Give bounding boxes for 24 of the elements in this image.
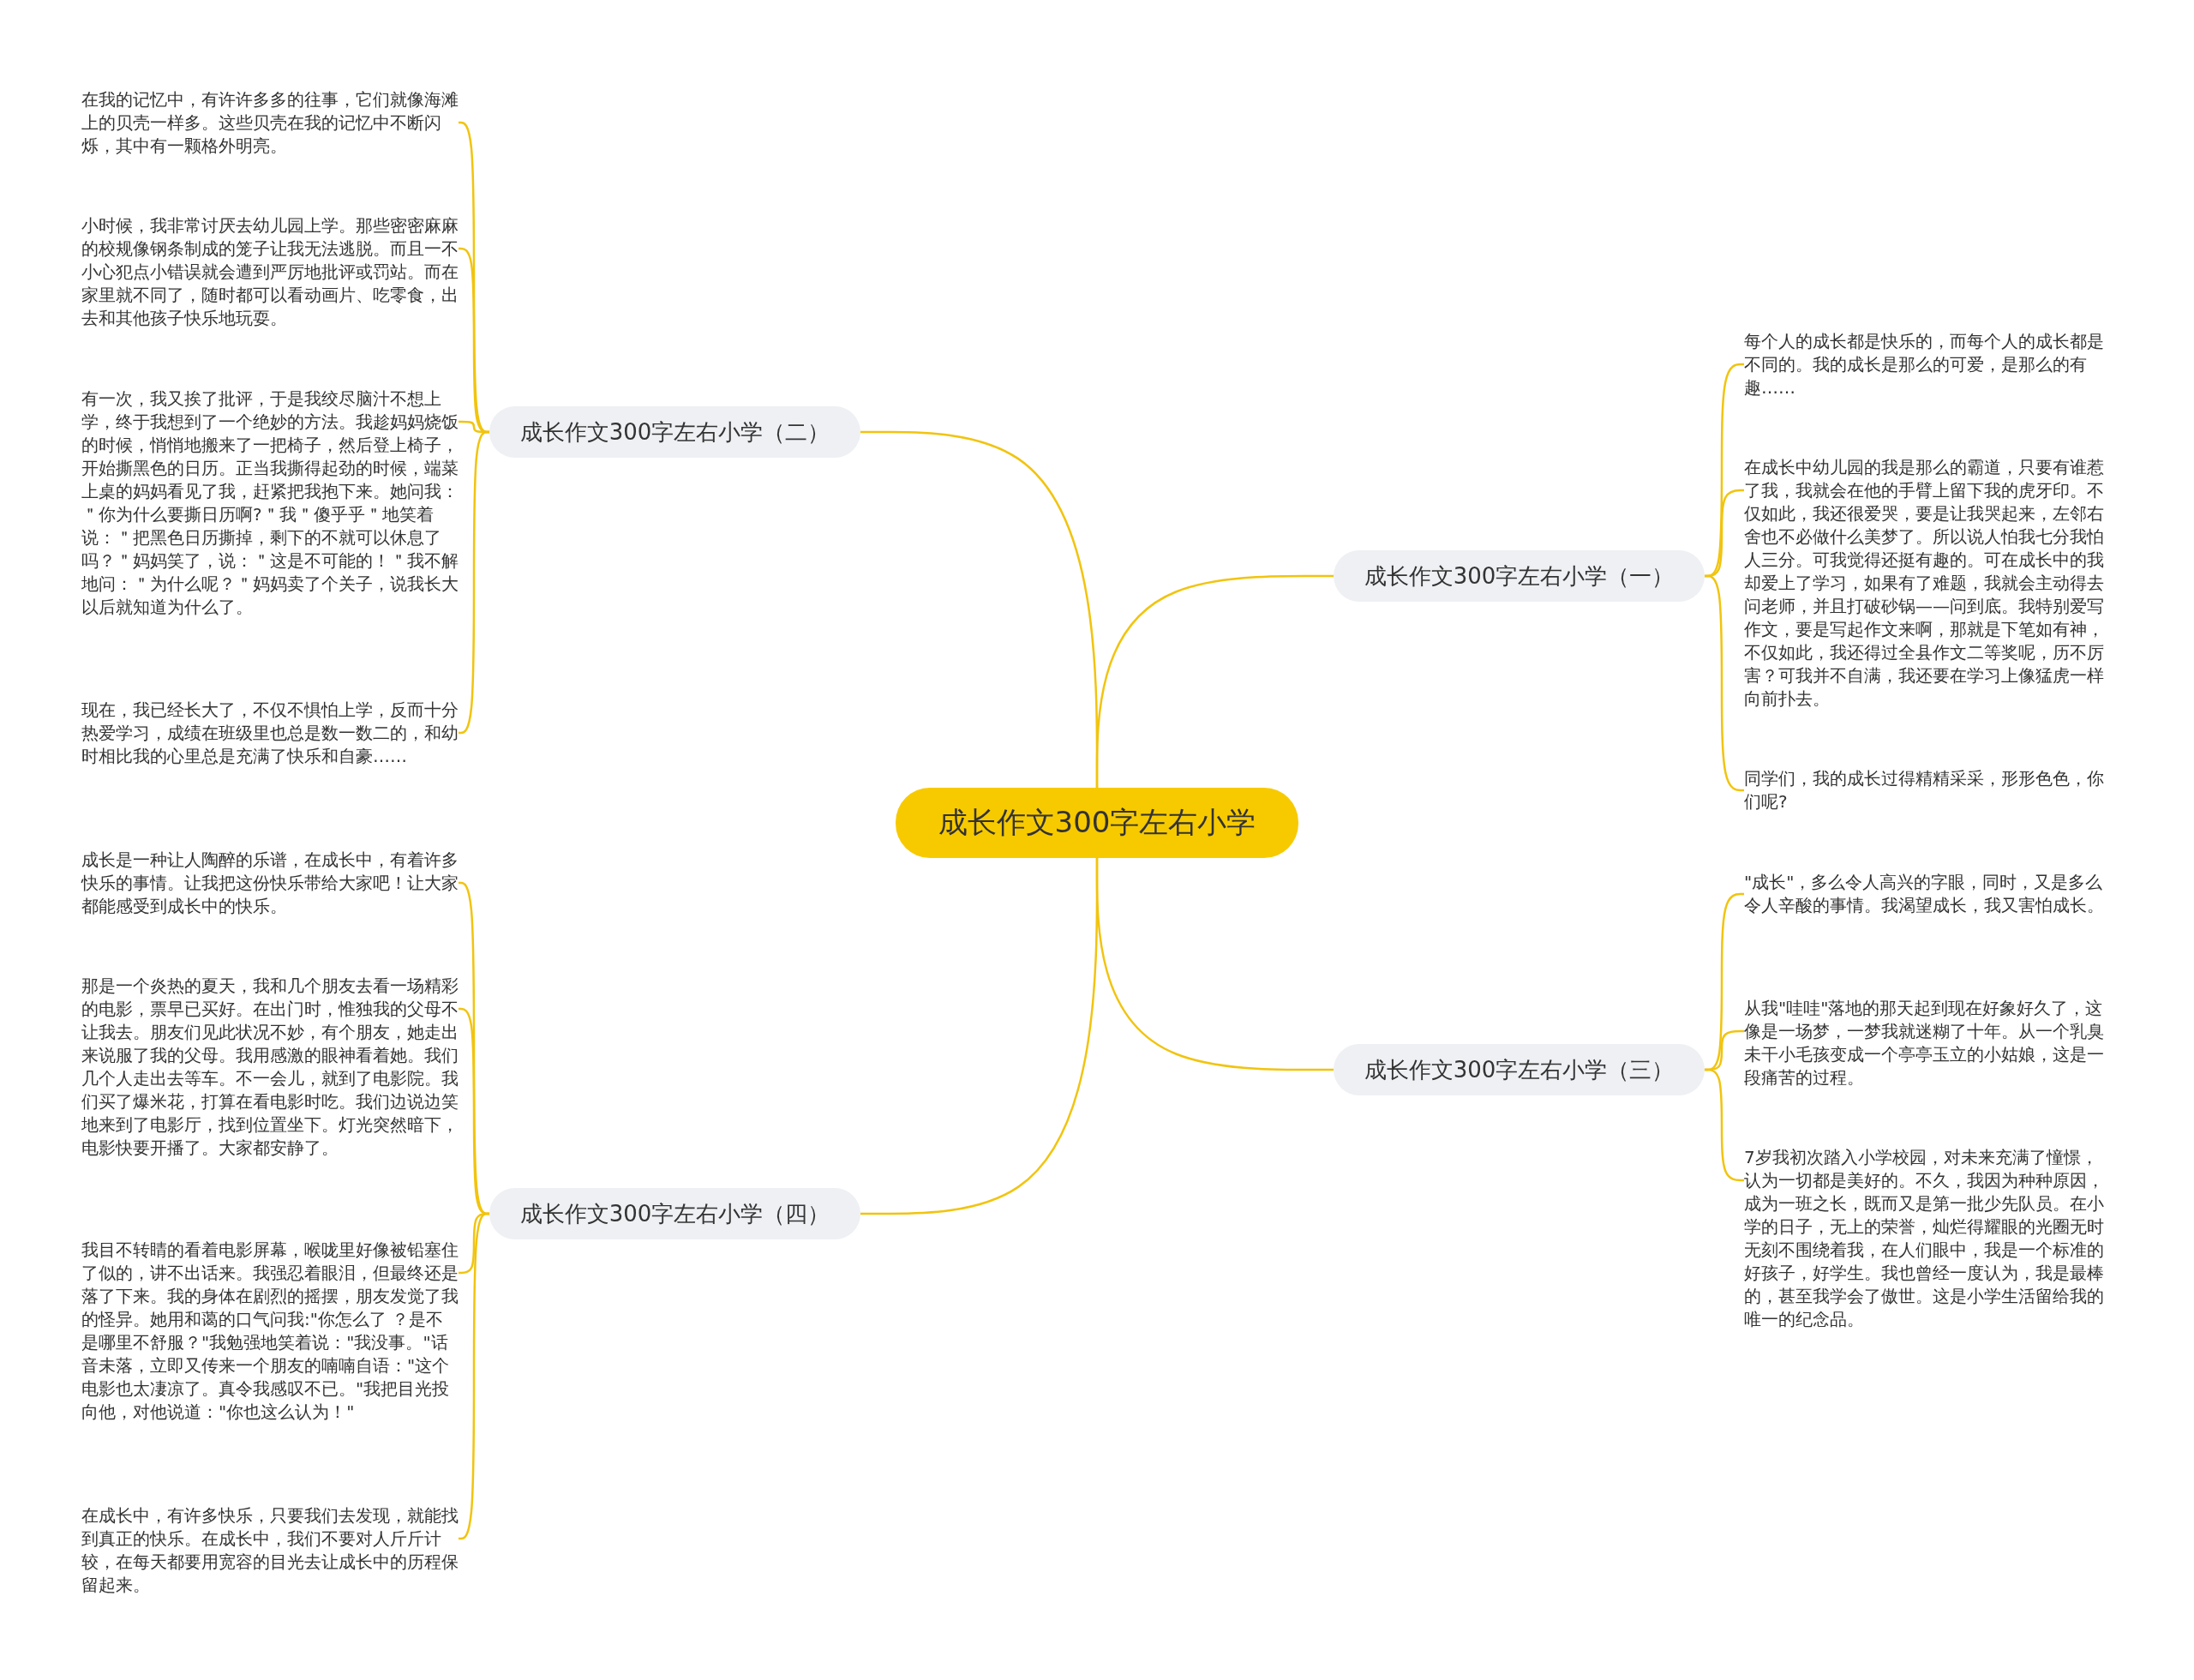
leaf-text: 在成长中，有许多快乐，只要我们去发现，就能找到真正的快乐。在成长中，我们不要对人斤斤计较，在每天都要用宽容的目光去让成长中的历程保留起来。	[81, 1504, 459, 1597]
leaf-text: 小时候，我非常讨厌去幼儿园上学。那些密密麻麻的校规像钢条制成的笼子让我无法逃脱。而且一不小心犯点小错误就会遭到严厉地批评或罚站。而在家里就不同了，随时都可以看动画片、吃零食，出去和其他孩子快乐地玩耍。	[81, 214, 459, 330]
central-topic: 成长作文300字左右小学	[896, 788, 1298, 858]
leaf-text: 有一次，我又挨了批评，于是我绞尽脑汁不想上学，终于我想到了一个绝妙的方法。我趁妈妈烧饭的时候，悄悄地搬来了一把椅子，然后登上椅子，开始撕黑色的日历。正当我撕得起劲的时候，端菜上桌的妈妈看见了我，赶紧把我抱下来。她问我：＂你为什么要撕日历啊?＂我＂傻乎乎＂地笑着说：＂把黑色日历撕掉，剩下的不就可以休息了吗？＂妈妈笑了，说：＂这是不可能的！＂我不解地问：＂为什么呢？＂妈妈卖了个关子，说我长大以后就知道为什么了。	[81, 387, 459, 619]
leaf-text: 在我的记忆中，有许许多多的往事，它们就像海滩上的贝壳一样多。这些贝壳在我的记忆中不断闪烁，其中有一颗格外明亮。	[81, 88, 459, 158]
connector-line	[1095, 858, 1334, 1071]
connector-line	[1095, 574, 1334, 788]
leaf-text: 在成长中幼儿园的我是那么的霸道，只要有谁惹了我，我就会在他的手臂上留下我的虎牙印。不仅如此，我还很爱哭，要是让我哭起来，左邻右舍也不必做什么美梦了。所以说人怕我七分我怕人三分。可我觉得还挺有趣的。可在成长中的我却爱上了学习，如果有了难题，我就会主动得去问老师，并且打破砂锅——问到底。我特别爱写作文，要是写起作文来啊，那就是下笔如有神，不仅如此，我还得过全县作文二等奖呢，历不厉害？可我并不自满，我还要在学习上像猛虎一样向前扑去。	[1744, 456, 2108, 711]
leaf-text: 每个人的成长都是快乐的，而每个人的成长都是不同的。我的成长是那么的可爱，是那么的有趣……	[1744, 330, 2108, 399]
leaf-text: 现在，我已经长大了，不仅不惧怕上学，反而十分热爱学习，成绩在班级里也总是数一数二的，和幼时相比我的心里总是充满了快乐和自豪……	[81, 699, 459, 768]
leaf-text: 7岁我初次踏入小学校园，对未来充满了憧憬，认为一切都是美好的。不久，我因为种种原因，成为一班之长，既而又是第一批少先队员。在小学的日子，无上的荣誉，灿烂得耀眼的光圈无时无刻不围绕着我，在人们眼中，我是一个标准的好孩子，好学生。我也曾经一度认为，我是最棒的，甚至我学会了傲世。这是小学生活留给我的唯一的纪念品。	[1744, 1146, 2108, 1331]
leaf-text: 同学们，我的成长过得精精采采，形形色色，你们呢?	[1744, 767, 2108, 813]
leaf-text: 我目不转睛的看着电影屏幕，喉咙里好像被铅塞住了似的，讲不出话来。我强忍着眼泪，但最终还是落了下来。我的身体在剧烈的摇摆，朋友发觉了我的怪异。她用和蔼的口气问我:"你怎么了 ？是不是哪里不舒服？"我勉强地笑着说："我没事。"话音未落，立即又传来一个朋友的喃喃自语："这个电影也太凄凉了。真令我感叹不已。"我把目光投向他，对他说道："你也这么认为！"	[81, 1239, 459, 1424]
leaf-text: 从我"哇哇"落地的那天起到现在好象好久了，这像是一场梦，一梦我就迷糊了十年。从一个乳臭未干小毛孩变成一个亭亭玉立的小姑娘，这是一段痛苦的过程。	[1744, 997, 2108, 1089]
topic-box: 成长作文300字左右小学（二）	[489, 406, 860, 458]
topic-box: 成长作文300字左右小学（三）	[1334, 1044, 1705, 1095]
connector-line	[458, 1212, 490, 1540]
connector-line	[1705, 574, 1744, 792]
topic-box: 成长作文300字左右小学（一）	[1334, 550, 1705, 602]
connector-line	[459, 430, 489, 735]
leaf-text: 那是一个炎热的夏天，我和几个朋友去看一场精彩的电影，票早已买好。在出门时，惟独我的父母不让我去。朋友们见此状况不妙，有个朋友，她走出来说服了我的父母。我用感激的眼神看着她。我们几个人走出去等车。不一会儿，就到了电影院。我们买了爆米花，打算在看电影时吃。我们边说边笑地来到了电影厅，找到位置坐下。灯光突然暗下，电影快要开播了。大家都安静了。	[81, 975, 459, 1160]
leaf-text: 成长是一种让人陶醉的乐谱，在成长中，有着许多快乐的事情。让我把这份快乐带给大家吧！让大家都能感受到成长中的快乐。	[81, 849, 459, 918]
leaf-text: "成长"，多么令人高兴的字眼，同时，又是多么令人辛酸的事情。我渴望成长，我又害怕成长。	[1744, 871, 2108, 917]
topic-box: 成长作文300字左右小学（四）	[489, 1188, 860, 1239]
